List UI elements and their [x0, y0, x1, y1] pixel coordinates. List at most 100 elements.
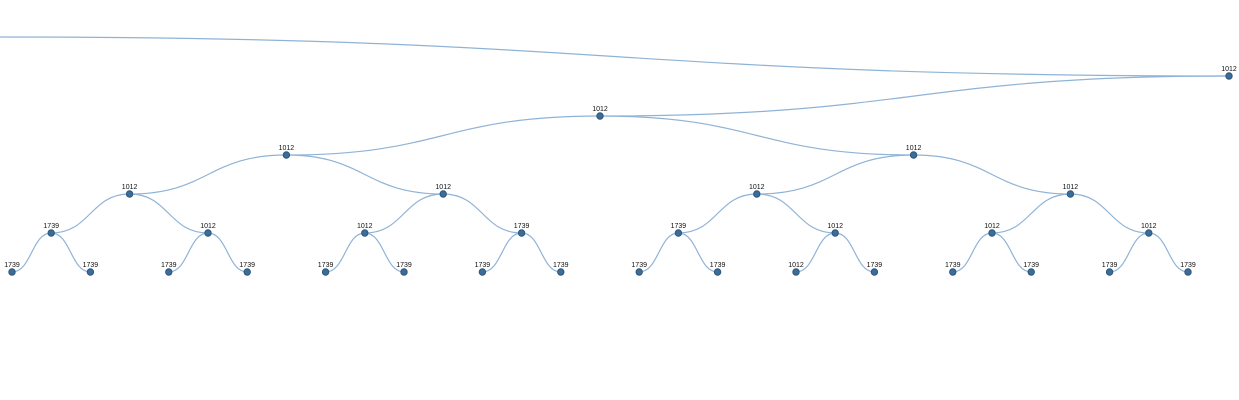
- node-circle[interactable]: [1184, 268, 1192, 276]
- node-circle[interactable]: [792, 268, 800, 276]
- node-label: 1012: [200, 223, 216, 230]
- tree-leaf-node[interactable]: 1739: [1102, 262, 1118, 276]
- node-circle[interactable]: [478, 268, 487, 276]
- tree-node[interactable]: 1012: [984, 223, 1000, 237]
- node-circle[interactable]: [674, 229, 683, 237]
- node-circle[interactable]: [204, 229, 212, 237]
- tree-leaf-node[interactable]: 1739: [710, 262, 726, 276]
- node-label: 1739: [83, 262, 99, 269]
- node-circle[interactable]: [557, 268, 565, 276]
- node-circle[interactable]: [361, 229, 369, 237]
- node-label: 1739: [1102, 262, 1118, 269]
- node-circle[interactable]: [988, 229, 996, 237]
- node-circle[interactable]: [86, 268, 95, 276]
- node-label: 1739: [514, 223, 530, 230]
- node-circle[interactable]: [125, 190, 134, 198]
- node-circle[interactable]: [1066, 190, 1075, 198]
- node-circle[interactable]: [400, 268, 408, 276]
- tree-link: [756, 193, 836, 234]
- tree-node[interactable]: 1012: [1063, 184, 1079, 198]
- tree-link: [11, 232, 52, 273]
- node-label: 1739: [945, 262, 961, 269]
- tree-link: [835, 232, 875, 273]
- tree-link: [521, 232, 561, 273]
- tree-leaf-node[interactable]: 1739: [396, 262, 412, 276]
- node-circle[interactable]: [47, 229, 55, 237]
- tree-link: [286, 154, 444, 195]
- tree-node[interactable]: 1012: [122, 184, 138, 198]
- tree-leaf-node[interactable]: 1739: [1023, 262, 1039, 276]
- tree-link: [952, 232, 993, 273]
- node-label: 1012: [592, 106, 608, 113]
- tree-node[interactable]: 1739: [43, 223, 59, 237]
- tree-node[interactable]: 1012: [435, 184, 451, 198]
- node-circle[interactable]: [596, 112, 604, 120]
- node-label: 1739: [671, 223, 687, 230]
- node-circle[interactable]: [753, 190, 761, 198]
- node-circle[interactable]: [635, 268, 643, 276]
- node-circle[interactable]: [909, 151, 918, 159]
- tree-node[interactable]: 1012: [1221, 66, 1237, 80]
- node-circle[interactable]: [439, 190, 447, 198]
- tree-link: [913, 154, 1071, 195]
- node-label: 1739: [631, 262, 647, 269]
- node-label: 1739: [161, 262, 177, 269]
- tree-leaf-node[interactable]: 1739: [83, 262, 99, 276]
- tree-link: [991, 193, 1071, 234]
- tree-node[interactable]: 1739: [514, 223, 530, 237]
- tree-node[interactable]: 1012: [357, 223, 373, 237]
- tree-leaf-node[interactable]: 1739: [475, 262, 491, 276]
- tree-leaf-node[interactable]: 1739: [318, 262, 334, 276]
- tree-leaf-node[interactable]: 1739: [553, 262, 569, 276]
- tree-link: [51, 232, 91, 273]
- tree-link: [678, 232, 718, 273]
- node-circle[interactable]: [713, 268, 722, 276]
- tree-link: [795, 232, 836, 273]
- node-circle[interactable]: [1225, 72, 1233, 80]
- node-circle[interactable]: [949, 268, 957, 276]
- tree-node[interactable]: 1012: [200, 223, 216, 237]
- node-label: 1739: [396, 262, 412, 269]
- tree-link: [991, 232, 1032, 273]
- node-label: 1739: [4, 262, 20, 269]
- node-circle[interactable]: [870, 268, 879, 276]
- node-circle[interactable]: [831, 229, 839, 237]
- node-circle[interactable]: [165, 268, 173, 276]
- node-circle[interactable]: [1145, 229, 1153, 237]
- tree-leaf-node[interactable]: 1739: [1180, 262, 1196, 276]
- node-circle[interactable]: [1105, 268, 1114, 276]
- tree-leaf-node[interactable]: 1739: [945, 262, 961, 276]
- tree-leaf-node[interactable]: 1739: [239, 262, 255, 276]
- node-circle[interactable]: [8, 268, 16, 276]
- node-label: 1739: [1023, 262, 1039, 269]
- tree-leaf-node[interactable]: 1739: [867, 262, 883, 276]
- tree-link: [364, 232, 405, 273]
- node-circle[interactable]: [243, 268, 251, 276]
- node-circle[interactable]: [1027, 268, 1035, 276]
- tree-node[interactable]: 1012: [592, 106, 608, 120]
- tree-leaf-node[interactable]: 1012: [788, 262, 804, 276]
- tree-link: [129, 193, 209, 234]
- tree-leaf-node[interactable]: 1739: [161, 262, 177, 276]
- tree-leaf-node[interactable]: 1739: [631, 262, 647, 276]
- tree-link-incoming: [0, 36, 1230, 77]
- tree-leaf-node[interactable]: 1739: [4, 262, 20, 276]
- tree-node[interactable]: 1012: [749, 184, 765, 198]
- tree-link: [1109, 232, 1149, 273]
- node-circle[interactable]: [282, 151, 291, 159]
- tree-link: [325, 232, 365, 273]
- node-label: 1012: [984, 223, 1000, 230]
- tree-node[interactable]: 1012: [906, 145, 922, 159]
- tree-node[interactable]: 1012: [279, 145, 295, 159]
- tree-node[interactable]: 1012: [827, 223, 843, 237]
- node-label: 1012: [788, 262, 804, 269]
- tree-node[interactable]: 1739: [671, 223, 687, 237]
- node-label: 1012: [357, 223, 373, 230]
- tree-link: [207, 232, 248, 273]
- tree-node[interactable]: 1012: [1141, 223, 1157, 237]
- tree-link: [1070, 193, 1149, 234]
- node-circle[interactable]: [321, 268, 330, 276]
- node-circle[interactable]: [517, 229, 526, 237]
- node-label: 1012: [1063, 184, 1079, 191]
